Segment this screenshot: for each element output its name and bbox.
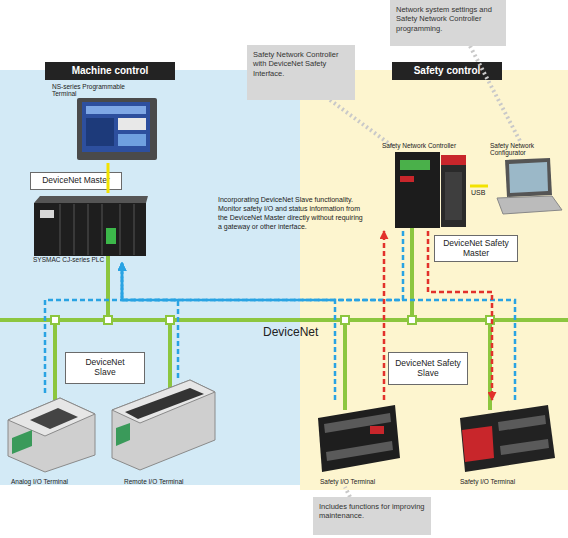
bus-drop — [168, 320, 172, 392]
callout-box: Network system settings and Safety Netwo… — [390, 0, 506, 46]
bus-drop — [410, 228, 414, 320]
terminal-strip — [30, 408, 78, 429]
role-box: DeviceNet Safety Slave — [388, 352, 468, 385]
tap-square — [341, 316, 349, 324]
edge-label: USB — [471, 189, 485, 196]
zone-panel: Machine controlNS-series Programmable Te… — [0, 70, 300, 485]
terminal-frame — [77, 98, 157, 160]
plc-slot — [134, 204, 135, 255]
device-label: Safety I/O Terminal — [460, 478, 556, 485]
callout-text: Includes functions for improving mainten… — [319, 502, 425, 521]
tap-square — [104, 316, 112, 324]
terminal-strip — [500, 439, 549, 455]
terminal-badge — [370, 426, 384, 434]
bus-line — [0, 318, 568, 322]
laptop-screen — [505, 158, 552, 197]
bus-drop — [106, 256, 110, 320]
screen-panel — [118, 118, 146, 130]
device: Analog I/O Terminal — [5, 393, 105, 485]
callout-text: Safety Network Controller with DeviceNet… — [253, 50, 349, 78]
controller-body — [395, 152, 440, 228]
terminal-screen — [82, 102, 150, 152]
controller-badge — [400, 176, 414, 182]
role-text: DeviceNet Safety Master — [438, 239, 514, 259]
plc-slot — [88, 204, 89, 255]
controller-terminals — [445, 172, 462, 220]
plc-slot — [74, 204, 75, 255]
note-text: Incorporating DeviceNet Slave functional… — [218, 196, 368, 232]
plc-display — [40, 210, 54, 218]
device: Safety I/O Terminal — [315, 400, 410, 485]
terminal-strip — [324, 413, 391, 433]
tap-square — [51, 316, 59, 324]
role-text: DeviceNet Master — [42, 176, 110, 186]
device: Safety Network Configurator — [488, 142, 568, 218]
plc-slot — [102, 204, 103, 255]
role-box: DeviceNet Safety Master — [434, 235, 518, 262]
screen-panel — [118, 134, 146, 146]
device-label: Safety I/O Terminal — [320, 478, 408, 485]
device-label: SYSMAC CJ-series PLC — [33, 256, 143, 263]
plc-top — [34, 196, 148, 203]
zone-heading: Machine control — [45, 62, 175, 80]
plc-slot — [120, 204, 121, 255]
role-box: DeviceNet Slave — [65, 352, 145, 384]
zone-heading: Safety control — [392, 62, 502, 80]
terminal-strip — [498, 415, 546, 431]
device-label: Safety Network Controller — [382, 142, 470, 149]
plc-body — [34, 203, 146, 256]
terminal-block — [116, 423, 130, 446]
zone-panel: Safety controlSafety Network ControllerS… — [300, 70, 568, 490]
device-label: Remote I/O Terminal — [124, 478, 216, 485]
plc-connector — [106, 228, 116, 244]
device: SYSMAC CJ-series PLC — [30, 193, 150, 263]
plc-slot — [60, 204, 61, 255]
terminal-strip — [326, 441, 393, 461]
bus-name: DeviceNet — [263, 325, 318, 339]
device-label: Safety Network Configurator — [490, 142, 568, 157]
role-text: DeviceNet Slave — [81, 358, 129, 378]
controller-module — [441, 155, 466, 227]
role-text: DeviceNet Safety Slave — [392, 359, 464, 379]
callout-box: Safety Network Controller with DeviceNet… — [247, 45, 355, 100]
device-label: Analog I/O Terminal — [11, 478, 103, 485]
device: Safety Network Controller — [380, 142, 470, 231]
screen-panel — [86, 118, 114, 146]
screen-bar — [86, 106, 146, 114]
device: Remote I/O Terminal — [110, 378, 220, 485]
role-box: DeviceNet Master — [30, 172, 122, 190]
controller-module-top — [441, 155, 466, 165]
laptop-display — [509, 162, 548, 193]
tap-square — [486, 316, 494, 324]
bus-drop — [343, 320, 347, 410]
callout-box: Includes functions for improving mainten… — [313, 497, 431, 535]
tap-square — [408, 316, 416, 324]
device-label: NS-series Programmable Terminal — [52, 83, 128, 98]
bus-drop — [488, 320, 492, 410]
device: NS-series Programmable Terminal — [50, 83, 160, 163]
device: Safety I/O Terminal — [455, 400, 560, 485]
tap-square — [166, 316, 174, 324]
bus-drop — [53, 320, 57, 400]
controller-display — [400, 160, 430, 170]
callout-text: Network system settings and Safety Netwo… — [396, 5, 500, 33]
terminal-badge — [462, 426, 494, 462]
terminal-block — [12, 430, 32, 454]
